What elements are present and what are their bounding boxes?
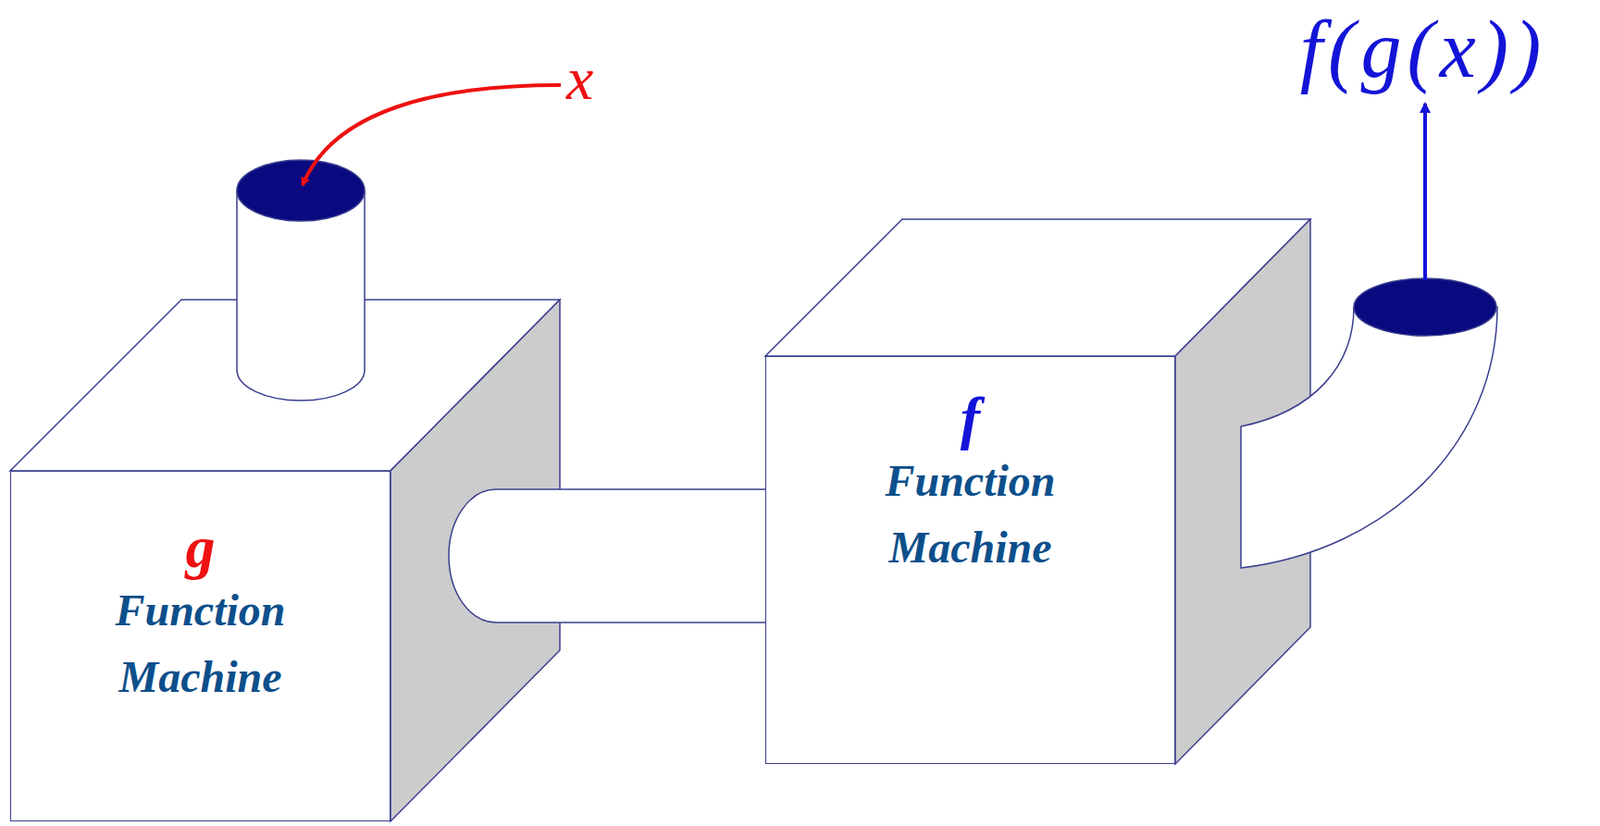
function-name: f <box>960 388 980 448</box>
input-label: x <box>566 48 594 110</box>
function-machine-box: gFunction Machine <box>10 471 391 822</box>
machine-caption: Function Machine <box>850 447 1092 582</box>
output-elbow <box>1240 307 1498 569</box>
output-opening <box>1353 278 1497 336</box>
input-cylinder <box>236 190 365 401</box>
output-label: f(g(x)) <box>1295 9 1551 91</box>
connecting-pipe <box>448 489 766 623</box>
function-name: g <box>186 518 216 578</box>
input-arrow <box>302 85 561 186</box>
output-arrow <box>1423 103 1427 281</box>
machine-caption: Function Machine <box>80 577 322 711</box>
input-opening <box>236 160 365 222</box>
function-machine-box: fFunction Machine <box>765 356 1176 765</box>
